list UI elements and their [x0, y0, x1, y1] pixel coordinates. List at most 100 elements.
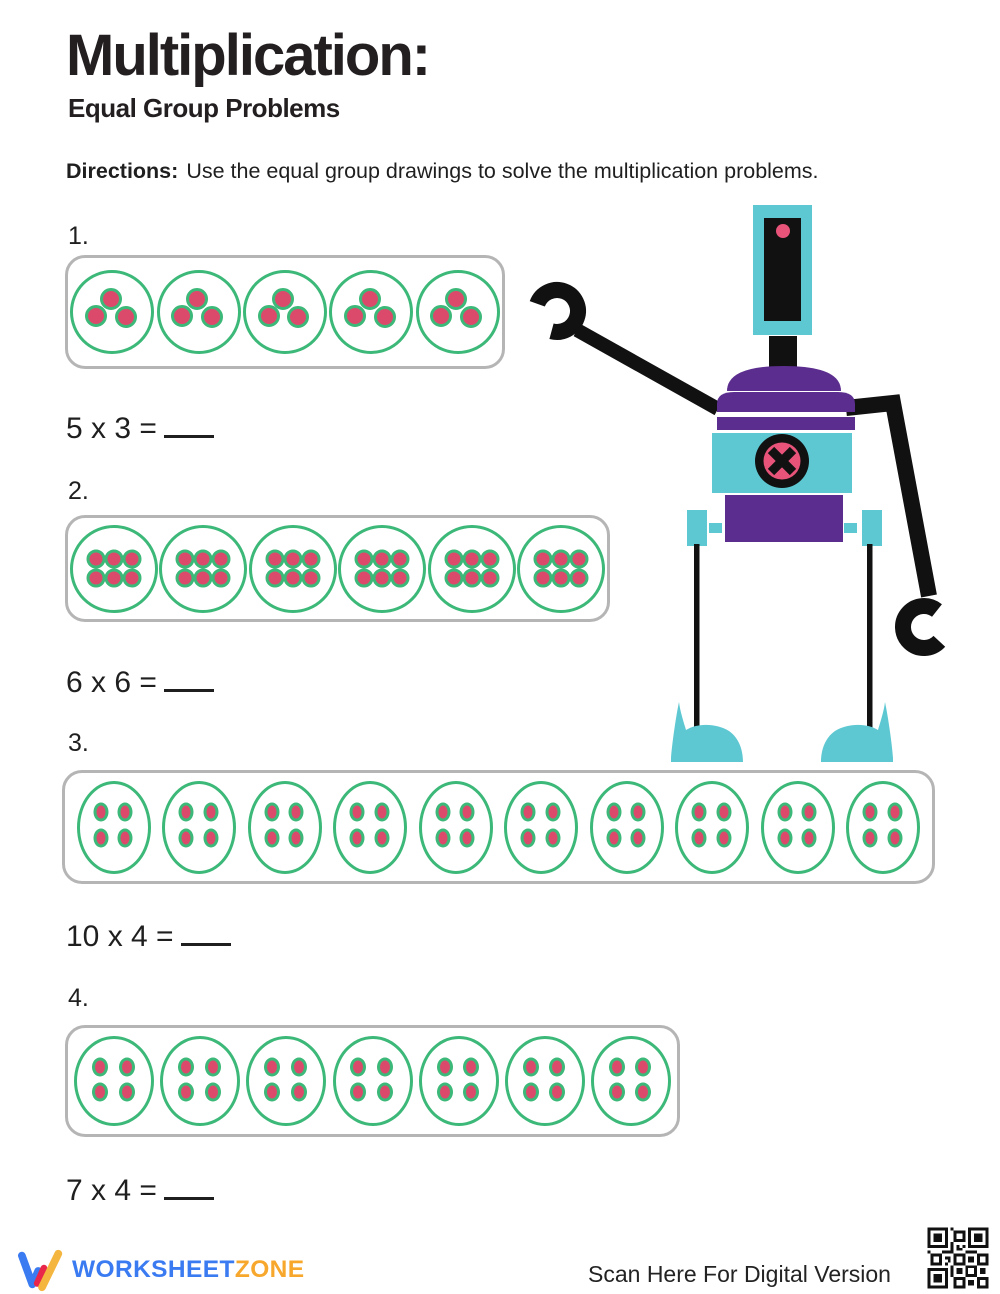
counter-dot — [84, 304, 107, 327]
counter-dot — [86, 549, 106, 569]
robot-dome-top — [727, 366, 841, 391]
counter-dot — [691, 802, 707, 822]
answer-blank[interactable]: ___ — [163, 407, 214, 438]
counter-dot — [186, 287, 209, 310]
counter-dot — [533, 568, 553, 588]
counter-dot — [358, 287, 381, 310]
equal-group-circle — [162, 780, 237, 874]
counter-dot — [462, 568, 482, 588]
counter-dot — [862, 828, 878, 848]
equal-group-circle — [504, 780, 579, 874]
logo-word-zone: ZONE — [234, 1256, 305, 1283]
scan-here-text: Scan Here For Digital Version — [588, 1261, 891, 1287]
robot-right-foot — [821, 702, 893, 762]
robot-right-leg — [867, 544, 873, 734]
robot-right-arm — [845, 394, 937, 598]
counter-dot — [372, 549, 392, 569]
directions-line: Directions:Use the equal group drawings … — [66, 159, 819, 184]
equation-line: 5 x 3 =___ — [66, 407, 214, 446]
counter-dot — [716, 828, 732, 848]
counter-dot — [117, 802, 133, 822]
robot-left-claw-icon — [528, 282, 586, 340]
robot-left-leg — [694, 544, 700, 734]
counter-dot — [193, 568, 213, 588]
worksheetzone-logo-text: WORKSHEETZONE — [72, 1256, 305, 1284]
counter-dot — [99, 287, 122, 310]
counter-dot — [204, 1057, 221, 1077]
robot-hip-pin-right — [844, 523, 857, 533]
qr-code — [927, 1227, 989, 1289]
robot-hip-joint-left — [687, 510, 707, 546]
equal-group-circle — [517, 524, 606, 613]
counter-dot — [86, 568, 106, 588]
page-title: Multiplication: — [66, 23, 431, 88]
counter-dot — [691, 828, 707, 848]
equal-group-circle — [74, 1036, 155, 1126]
equal-group-circle — [418, 780, 493, 874]
counter-dot — [444, 549, 464, 569]
equal-groups-box — [65, 255, 505, 369]
counter-dot — [372, 568, 392, 588]
counter-dot — [377, 1082, 394, 1102]
counter-dot — [551, 549, 571, 569]
counter-dot — [520, 828, 536, 848]
answer-blank[interactable]: ___ — [163, 1169, 214, 1200]
equation-text: 6 x 6 = — [66, 666, 157, 699]
counter-dot — [265, 549, 285, 569]
robot-illustration — [528, 205, 953, 762]
equal-group-circle — [248, 524, 337, 613]
counter-dot — [301, 549, 321, 569]
counter-dot — [533, 549, 553, 569]
counter-dot — [390, 549, 410, 569]
counter-dot — [459, 828, 475, 848]
counter-dot — [777, 802, 793, 822]
counter-dot — [354, 568, 374, 588]
equal-group-circle — [160, 1036, 241, 1126]
robot-head-light — [776, 224, 790, 238]
counter-dot — [463, 1082, 480, 1102]
counter-dot — [569, 549, 589, 569]
answer-blank[interactable]: ___ — [180, 915, 231, 946]
answer-blank[interactable]: ___ — [163, 661, 214, 692]
equal-group-circle — [590, 1036, 671, 1126]
equation-text: 10 x 4 = — [66, 920, 174, 953]
equal-group-circle — [159, 524, 248, 613]
problem-number: 4. — [68, 984, 89, 1012]
counter-dot — [265, 568, 285, 588]
counter-dot — [118, 1082, 135, 1102]
equal-groups-box — [62, 770, 935, 884]
counter-dot — [264, 828, 280, 848]
counter-dot — [459, 802, 475, 822]
counter-dot — [549, 1057, 566, 1077]
equal-group-circle — [242, 270, 327, 354]
counter-dot — [377, 1057, 394, 1077]
counter-dot — [178, 828, 194, 848]
robot-dome-mid — [717, 392, 855, 412]
counter-dot — [444, 568, 464, 588]
robot-hip-pin-left — [709, 523, 722, 533]
equal-groups-box — [65, 515, 610, 622]
equal-group-circle — [504, 1036, 585, 1126]
equal-group-circle — [76, 780, 151, 874]
counter-dot — [373, 305, 396, 328]
counter-dot — [288, 828, 304, 848]
counter-dot — [545, 802, 561, 822]
counter-dot — [93, 828, 109, 848]
counter-dot — [862, 802, 878, 822]
counter-dot — [257, 304, 280, 327]
equal-group-circle — [333, 780, 408, 874]
counter-dot — [480, 549, 500, 569]
counter-dot — [264, 1082, 281, 1102]
directions-label: Directions: — [66, 159, 179, 183]
counter-dot — [211, 568, 231, 588]
counter-dot — [301, 568, 321, 588]
counter-dot — [436, 1057, 453, 1077]
counter-dot — [171, 304, 194, 327]
equal-group-circle — [415, 270, 500, 354]
counter-dot — [117, 828, 133, 848]
robot-left-foot — [671, 702, 743, 762]
counter-dot — [606, 802, 622, 822]
counter-dot — [122, 568, 142, 588]
equal-group-circle — [69, 524, 158, 613]
counter-dot — [92, 1057, 109, 1077]
